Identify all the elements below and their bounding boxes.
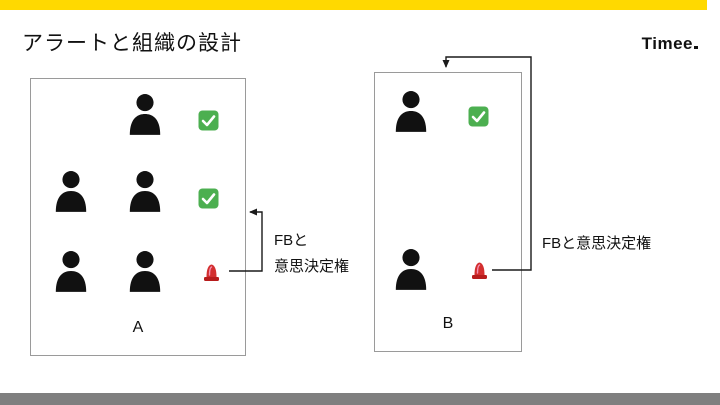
page-title: アラートと組織の設計 xyxy=(22,32,242,55)
fb-annotation-left-line2: 意思決定権 xyxy=(274,257,350,275)
alert-beacon-icon xyxy=(203,260,220,282)
fb-annotation-left-line1: FBと xyxy=(274,232,309,249)
person-icon xyxy=(52,250,90,292)
bottom-accent-bar xyxy=(0,393,720,405)
logo-dash-mark xyxy=(694,46,698,49)
alert-beacon-icon xyxy=(471,258,488,280)
fb-annotation-left: FBと 意思決定権 xyxy=(274,228,349,279)
timee-logo-text: Timee xyxy=(641,34,693,53)
person-icon xyxy=(126,170,164,212)
box-b-label: B xyxy=(442,315,454,332)
timee-logo: Timee xyxy=(642,34,698,54)
box-a-label: A xyxy=(132,319,144,336)
fb-annotation-right: FBと意思決定権 xyxy=(542,235,652,252)
person-icon xyxy=(392,248,430,290)
person-icon xyxy=(392,90,430,132)
person-icon xyxy=(126,93,164,135)
person-icon xyxy=(126,250,164,292)
check-mark-icon xyxy=(198,110,219,131)
check-mark-icon xyxy=(468,106,489,127)
check-mark-icon xyxy=(198,188,219,209)
person-icon xyxy=(52,170,90,212)
top-accent-bar xyxy=(0,0,707,10)
